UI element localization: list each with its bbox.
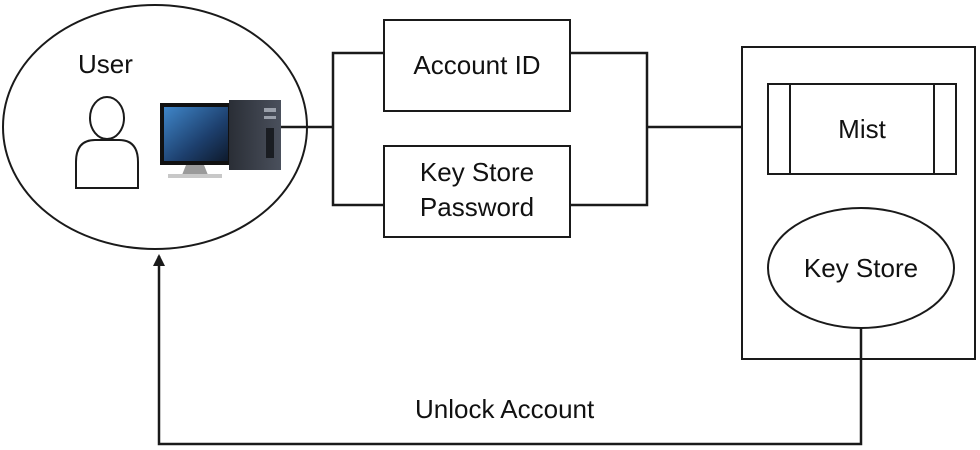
mist-label: Mist (838, 114, 886, 144)
user-label: User (78, 49, 133, 79)
keystore-label: Key Store (804, 253, 918, 283)
keystore-password-box (383, 145, 571, 238)
account-id-box (383, 19, 571, 112)
split-bracket-left (331, 51, 384, 207)
keystore-password-label-line2: Password (420, 192, 534, 222)
keystore-password-label-line1: Key Store (420, 157, 534, 187)
person-outline-icon (75, 96, 139, 189)
mist-box (767, 83, 957, 175)
unlock-account-label: Unlock Account (415, 394, 595, 424)
unlock-account-arrow (153, 254, 863, 446)
merge-bracket-right (570, 51, 649, 207)
desktop-computer-icon (160, 100, 281, 178)
account-id-label: Account ID (413, 50, 540, 80)
